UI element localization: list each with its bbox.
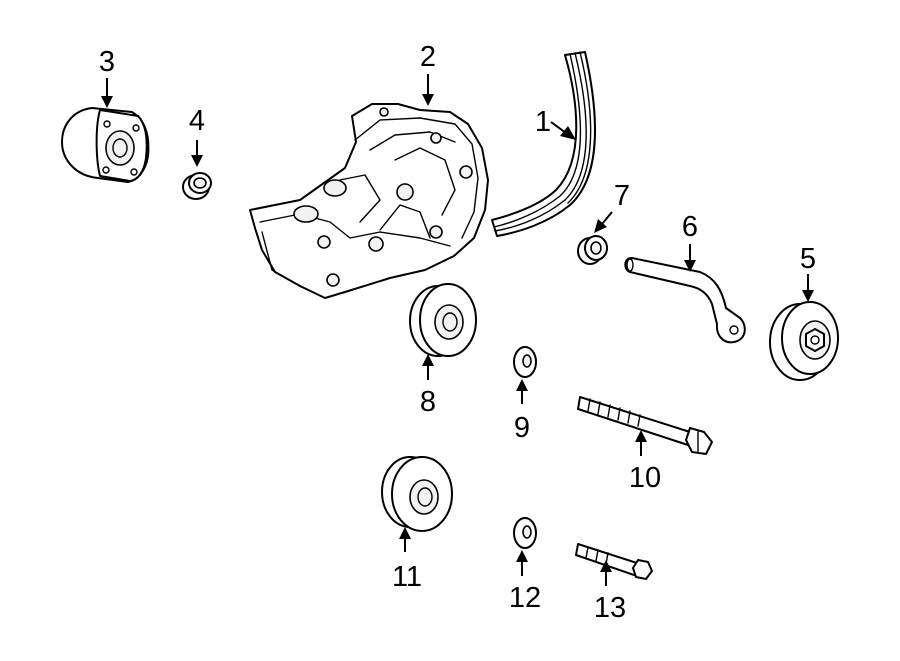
arrowhead-12 (516, 550, 528, 562)
belt-part (491, 51, 596, 237)
tensioner-arm-part (624, 257, 746, 344)
bushing-part (182, 172, 212, 200)
short-bolt-part (575, 543, 653, 580)
callout-8: 8 (420, 386, 436, 418)
callout-4: 4 (189, 105, 205, 137)
arrowhead-4 (191, 155, 203, 167)
arrowhead-8 (422, 354, 434, 366)
arrowhead-5 (802, 290, 814, 302)
lower-washer-part (513, 517, 537, 549)
callout-12: 12 (509, 582, 541, 614)
arrowhead-7 (594, 219, 607, 233)
callout-13: 13 (594, 592, 626, 624)
callout-5: 5 (800, 243, 816, 275)
callout-11: 11 (392, 561, 422, 593)
arrowhead-2 (422, 94, 434, 106)
arrowhead-13 (600, 560, 612, 572)
tensioner-pulley-part (769, 301, 839, 381)
leader-7 (601, 211, 613, 225)
arrowhead-1 (560, 126, 576, 140)
leader-1 (550, 121, 567, 134)
idler-pulley-lower-part (381, 456, 453, 532)
housing-part (61, 107, 150, 183)
arrowhead-3 (101, 96, 113, 108)
arrowhead-11 (399, 527, 411, 539)
washer-part (513, 346, 537, 378)
arrowhead-9 (516, 379, 528, 391)
spacer-part (577, 235, 608, 265)
callout-10: 10 (629, 462, 661, 494)
idler-pulley-upper-part (409, 283, 477, 357)
callout-labels: 1 2 3 4 5 6 7 8 9 10 11 12 13 (99, 41, 816, 624)
bracket-part (249, 103, 489, 299)
long-bolt-part (577, 396, 713, 455)
callout-7: 7 (614, 180, 630, 212)
arrowhead-6 (684, 260, 696, 272)
leader-lines (101, 74, 814, 586)
callout-1: 1 (535, 106, 551, 138)
callout-6: 6 (682, 211, 698, 243)
callout-2: 2 (420, 41, 436, 73)
callout-3: 3 (99, 46, 115, 78)
arrowhead-10 (635, 430, 647, 442)
callout-9: 9 (514, 412, 530, 444)
